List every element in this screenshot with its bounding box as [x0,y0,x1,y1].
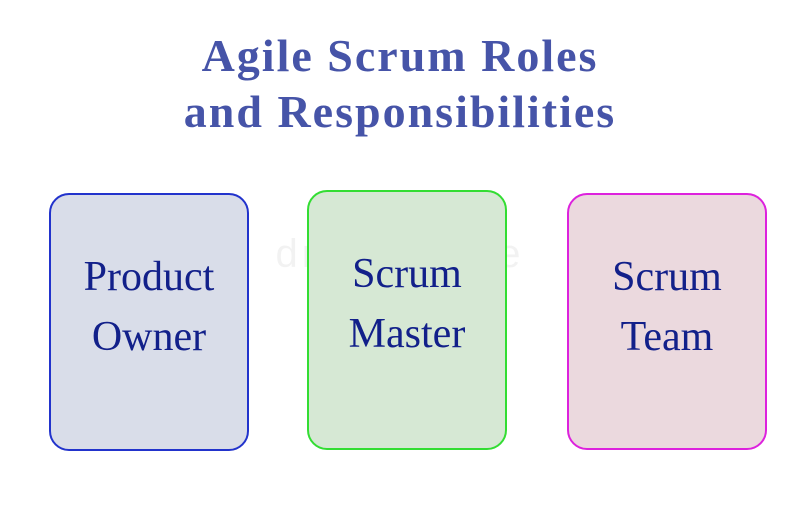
scrum-team-label-line-1: Scrum [612,254,722,300]
scrum-team-label-line-2: Team [620,314,714,360]
title-line-2: and Responsibilities [183,86,617,137]
product-owner-label-line-2: Owner [91,314,207,360]
scrum-master-label: Scrum Master [349,244,466,364]
scrum-team-card: Scrum Team [567,193,767,450]
scrum-master-label-line-2: Master [348,311,466,357]
scrum-master-card: Scrum Master [307,190,507,450]
product-owner-label-line-1: Product [83,254,215,300]
scrum-team-label: Scrum Team [612,247,722,367]
title-line-1: Agile Scrum Roles [201,30,599,81]
scrum-master-label-line-1: Scrum [352,251,462,297]
product-owner-label: Product Owner [84,247,215,367]
page-title: Agile Scrum Roles and Responsibilities [0,28,800,140]
product-owner-card: Product Owner [49,193,249,451]
